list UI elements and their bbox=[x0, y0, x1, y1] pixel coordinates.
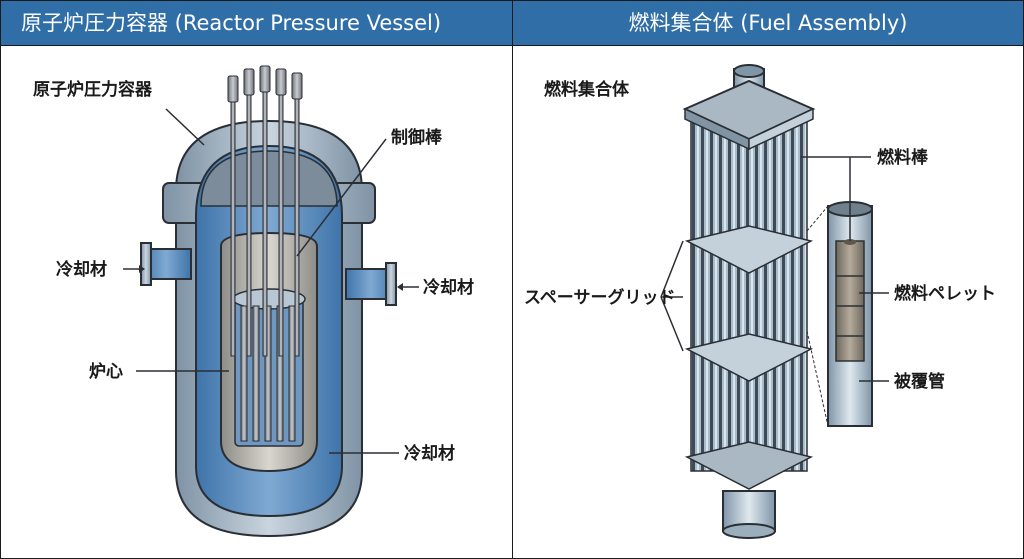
leader-control-rod bbox=[296, 138, 387, 257]
panel-title-reactor-vessel: 原子炉圧力容器 (Reactor Pressure Vessel) bbox=[1, 1, 512, 46]
arrow-outlet-icon bbox=[397, 283, 403, 291]
fuel-assemblies bbox=[240, 305, 296, 442]
label-assembly: 燃料集合体 bbox=[544, 79, 630, 100]
label-control-rod: 制御棒 bbox=[391, 127, 443, 148]
label-cladding: 被覆管 bbox=[894, 371, 945, 392]
label-coolant-inside: 冷却材 bbox=[404, 443, 455, 464]
fuel-assembly-panel: 燃料集合体 (Fuel Assembly) bbox=[513, 1, 1023, 558]
panel-title-fuel-assembly: 燃料集合体 (Fuel Assembly) bbox=[513, 1, 1023, 46]
reactor-vessel-illustration: 原子炉圧力容器 制御棒 冷却材 冷却材 炉心 冷却材 bbox=[33, 65, 474, 538]
label-coolant-outlet: 冷却材 bbox=[423, 277, 474, 298]
label-fuel-rod: 燃料棒 bbox=[877, 147, 929, 168]
fuel-rod-bundle bbox=[690, 110, 808, 472]
leader-vessel bbox=[165, 108, 205, 146]
fuel-rod-cutaway bbox=[827, 201, 873, 427]
spacer-grids bbox=[684, 225, 814, 490]
label-coolant-inlet: 冷却材 bbox=[56, 259, 107, 280]
fuel-assembly-illustration: 燃料集合体 燃料棒 スペーサーグリッド 燃料ペレット 被覆管 bbox=[524, 64, 996, 539]
arrow-inlet-icon bbox=[139, 265, 145, 273]
leader-spacer-grid bbox=[660, 240, 684, 298]
label-vessel: 原子炉圧力容器 bbox=[33, 79, 153, 100]
control-rods bbox=[227, 65, 303, 357]
fuel-pellets bbox=[835, 240, 865, 362]
label-fuel-pellet: 燃料ペレット bbox=[894, 283, 996, 304]
label-core: 炉心 bbox=[89, 361, 123, 382]
reactor-pressure-vessel-panel: 原子炉圧力容器 (Reactor Pressure Vessel) bbox=[1, 1, 513, 558]
label-spacer-grid: スペーサーグリッド bbox=[524, 287, 675, 308]
